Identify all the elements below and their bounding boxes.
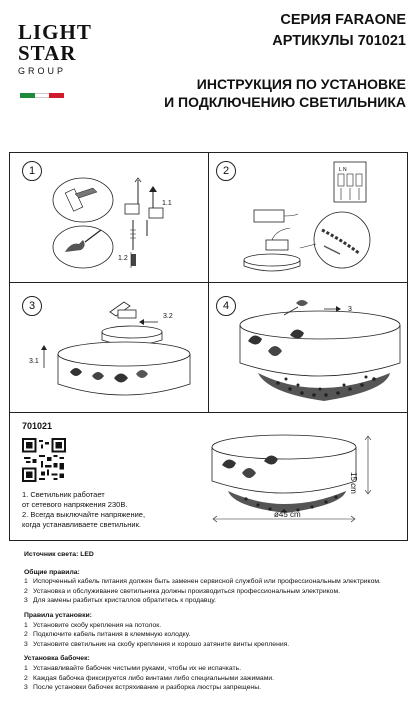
qr-code-icon — [22, 438, 66, 482]
italian-flag-stripe — [20, 93, 65, 98]
install-rules-heading: Правила установки: — [24, 611, 92, 619]
light-source: Источник света: LED — [24, 551, 94, 558]
series-title: СЕРИЯ FARAONE — [280, 12, 406, 28]
product-article: 701021 — [22, 421, 53, 431]
step-2-illustration: L N — [243, 161, 371, 272]
step-3-number: 3 — [22, 296, 42, 316]
frame-divider-horizontal-2 — [9, 412, 408, 413]
product-drawing — [211, 434, 372, 523]
article-title: АРТИКУЛЫ 701021 — [272, 33, 406, 49]
instruction-title: ИНСТРУКЦИЯ ПО УСТАНОВКЕ И ПОДКЛЮЧЕНИЮ СВ… — [164, 75, 406, 111]
instruction-title-line-2: И ПОДКЛЮЧЕНИЮ СВЕТИЛЬНИКА — [164, 94, 406, 110]
logo-line-1: LIGHT — [18, 20, 92, 44]
flag-white — [34, 93, 50, 98]
note-2-line-1: 2. Всегда выключайте напряжение, — [22, 510, 146, 519]
flag-red — [49, 93, 65, 98]
step-4-illustration — [239, 300, 401, 401]
note-1-line-1: 1. Светильник работает — [22, 490, 105, 499]
note-2-line-2: когда устанавливаете светильник. — [22, 520, 141, 529]
step-3-label-3-1: 3.1 — [29, 358, 39, 365]
frame-divider-horizontal-1 — [9, 282, 408, 283]
butterfly-rules-heading: Установка бабочек: — [24, 655, 90, 663]
step-1-label-1-1: 1.1 — [162, 200, 172, 207]
step-4-number: 4 — [216, 296, 236, 316]
safety-notes: 1. Светильник работает от сетевого напря… — [22, 490, 182, 530]
step-1-label-1-2: 1.2 — [118, 255, 128, 262]
step-4-label-3: 3 — [348, 306, 352, 313]
step-1-number: 1 — [22, 161, 42, 181]
general-rules-heading: Общие правила: — [24, 568, 80, 576]
brand-logo: LIGHT STAR GROUP — [18, 22, 92, 76]
step-3-label-3-2: 3.2 — [163, 313, 173, 320]
note-1-line-2: от сетевого напряжения 230В. — [22, 500, 128, 509]
svg-text:L N: L N — [339, 167, 347, 173]
logo-line-2: STAR — [18, 41, 77, 65]
flag-green — [20, 93, 35, 98]
logo-line-3: GROUP — [18, 66, 67, 76]
step-2-number: 2 — [216, 161, 236, 181]
step-3-illustration — [41, 301, 191, 396]
diameter-label: ø45 cm — [274, 510, 301, 519]
height-label: 15 cm — [349, 472, 358, 494]
step-1-illustration — [52, 177, 164, 269]
instruction-title-line-1: ИНСТРУКЦИЯ ПО УСТАНОВКЕ — [196, 76, 406, 92]
